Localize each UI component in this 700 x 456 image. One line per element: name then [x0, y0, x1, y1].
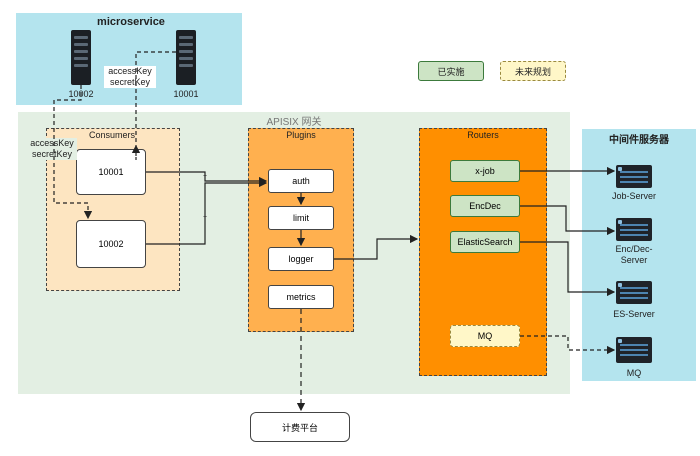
link-es-esserver: [520, 241, 616, 297]
plugin-auth[interactable]: auth: [268, 169, 334, 193]
router-mq-planned[interactable]: MQ: [450, 325, 520, 347]
router-x-job[interactable]: x-job: [450, 160, 520, 182]
encdec-server-label: Enc/Dec- Server: [615, 244, 653, 265]
legend-implemented: 已实施: [418, 61, 484, 81]
plugin-logger[interactable]: logger: [268, 247, 334, 271]
router-encdec[interactable]: EncDec: [450, 195, 520, 217]
server-10001-icon: [176, 30, 196, 85]
encdec-server-icon: [616, 218, 652, 241]
gateway-title: APISIX 网关: [266, 117, 322, 128]
link-c1-auth: [146, 171, 268, 186]
merge-plus-bottom: +: [203, 214, 207, 221]
middleware-title: 中间件服务器: [609, 135, 669, 146]
gateway-keys-label: accessKey secretKey: [27, 138, 77, 160]
merge-plus-top: +: [203, 173, 207, 180]
consumers-title: Consumers: [88, 130, 135, 140]
mq-server-label: MQ: [626, 368, 642, 378]
microservice-title: microservice: [97, 16, 165, 28]
link-ms10001-consumer: [131, 51, 176, 160]
consumer-10002[interactable]: 10002: [76, 220, 146, 268]
job-server-label: Job-Server: [611, 191, 656, 201]
microservice-keys-label: accessKey secretKey: [104, 66, 156, 88]
microservice-region: [16, 13, 242, 105]
plugins-title: Plugins: [286, 130, 316, 140]
legend-planned: 未来规划: [500, 61, 566, 81]
billing-platform[interactable]: 计费平台: [250, 412, 350, 442]
mq-server-icon: [616, 337, 652, 363]
link-logger-routers: [334, 234, 419, 260]
routers-title: Routers: [467, 130, 499, 140]
job-server-icon: [616, 165, 652, 188]
es-server-label: ES-Server: [613, 309, 655, 319]
router-elasticsearch[interactable]: ElasticSearch: [450, 231, 520, 253]
consumer-10001[interactable]: 10001: [76, 149, 146, 195]
server-10001-label: 10001: [173, 89, 199, 99]
link-c2-auth: [146, 178, 268, 245]
legend-implemented-label: 已实施: [437, 66, 465, 77]
link-ms10002-consumer: [53, 85, 93, 220]
plugin-limit[interactable]: limit: [268, 206, 334, 230]
es-server-icon: [616, 281, 652, 304]
plugin-metrics[interactable]: metrics: [268, 285, 334, 309]
link-mq-mqserver: [520, 335, 616, 355]
server-10002-icon: [71, 30, 91, 85]
link-encdec-encserver: [520, 205, 616, 236]
legend-planned-label: 未来规划: [514, 66, 551, 77]
